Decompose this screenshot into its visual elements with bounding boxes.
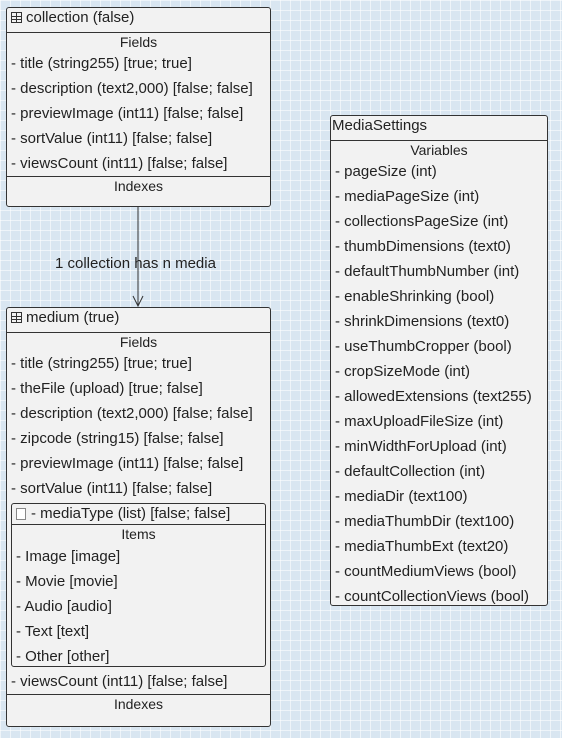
variable-row[interactable]: - maxUploadFileSize (int) <box>335 413 504 430</box>
field-row[interactable]: - previewImage (int11) [false; false] <box>11 105 244 122</box>
media-type-items-header: Items <box>12 524 265 544</box>
field-row[interactable]: - description (text2,000) [false; false] <box>11 80 253 97</box>
variable-row[interactable]: - mediaPageSize (int) <box>335 188 480 205</box>
variable-row[interactable]: - useThumbCropper (bool) <box>335 338 512 355</box>
field-row[interactable]: - viewsCount (int11) [false; false] <box>11 155 228 172</box>
medium-fields: - title (string255) [true; true] - theFi… <box>7 351 270 501</box>
medium-title: medium (true) <box>7 308 270 332</box>
media-type-title-text: - mediaType (list) [false; false] <box>31 505 231 522</box>
variable-row[interactable]: - countCollectionViews (bool) <box>335 588 529 605</box>
variable-row[interactable]: - cropSizeMode (int) <box>335 363 471 380</box>
collection-fields: - title (string255) [true; true] - descr… <box>7 51 270 176</box>
variable-row[interactable]: - enableShrinking (bool) <box>335 288 495 305</box>
table-icon <box>11 312 22 323</box>
media-settings-title: MediaSettings <box>332 117 428 134</box>
media-settings-entity[interactable]: MediaSettings Variables - pageSize (int)… <box>330 115 548 606</box>
field-row[interactable]: - sortValue (int11) [false; false] <box>11 480 213 497</box>
list-item[interactable]: - Audio [audio] <box>16 598 112 615</box>
variable-row[interactable]: - defaultThumbNumber (int) <box>335 263 520 280</box>
field-row[interactable]: - title (string255) [true; true] <box>11 55 192 72</box>
field-row[interactable]: - sortValue (int11) [false; false] <box>11 130 213 147</box>
media-settings-variables: - pageSize (int) - mediaPageSize (int) -… <box>331 159 547 609</box>
variable-row[interactable]: - mediaThumbExt (text20) <box>335 538 509 555</box>
media-type-title: - mediaType (list) [false; false] <box>12 504 265 524</box>
variable-row[interactable]: - minWidthForUpload (int) <box>335 438 507 455</box>
media-settings-variables-header: Variables <box>331 140 547 159</box>
collection-title-text: collection (false) <box>26 9 135 26</box>
list-item[interactable]: - Movie [movie] <box>16 573 118 590</box>
collection-title: collection (false) <box>7 8 270 32</box>
variable-row[interactable]: - mediaThumbDir (text100) <box>335 513 515 530</box>
table-icon <box>11 12 22 23</box>
media-type-list-field[interactable]: - mediaType (list) [false; false] Items … <box>11 503 266 667</box>
list-item[interactable]: - Text [text] <box>16 623 90 640</box>
variable-row[interactable]: - thumbDimensions (text0) <box>335 238 511 255</box>
field-row[interactable]: - viewsCount (int11) [false; false] <box>11 673 228 690</box>
list-field-icon <box>16 508 26 520</box>
variable-row[interactable]: - defaultCollection (int) <box>335 463 486 480</box>
variable-row[interactable]: - countMediumViews (bool) <box>335 563 517 580</box>
medium-title-text: medium (true) <box>26 309 120 326</box>
field-row[interactable]: - zipcode (string15) [false; false] <box>11 430 224 447</box>
variable-row[interactable]: - shrinkDimensions (text0) <box>335 313 510 330</box>
variable-row[interactable]: - mediaDir (text100) <box>335 488 468 505</box>
variable-row[interactable]: - allowedExtensions (text255) <box>335 388 532 405</box>
variable-row[interactable]: - collectionsPageSize (int) <box>335 213 509 230</box>
collection-indexes-header: Indexes <box>7 176 270 205</box>
association-label: 1 collection has n media <box>55 255 216 272</box>
field-row[interactable]: - previewImage (int11) [false; false] <box>11 455 244 472</box>
field-row[interactable]: - theFile (upload) [true; false] <box>11 380 203 397</box>
field-row[interactable]: - description (text2,000) [false; false] <box>11 405 253 422</box>
medium-fields-header: Fields <box>7 332 270 351</box>
collection-fields-header: Fields <box>7 32 270 51</box>
medium-entity[interactable]: medium (true) Fields - title (string255)… <box>6 307 271 727</box>
collection-entity[interactable]: collection (false) Fields - title (strin… <box>6 7 271 207</box>
list-item[interactable]: - Image [image] <box>16 548 121 565</box>
medium-indexes-header: Indexes <box>7 694 270 723</box>
field-row[interactable]: - title (string255) [true; true] <box>11 355 192 372</box>
list-item[interactable]: - Other [other] <box>16 648 110 665</box>
variable-row[interactable]: - pageSize (int) <box>335 163 437 180</box>
